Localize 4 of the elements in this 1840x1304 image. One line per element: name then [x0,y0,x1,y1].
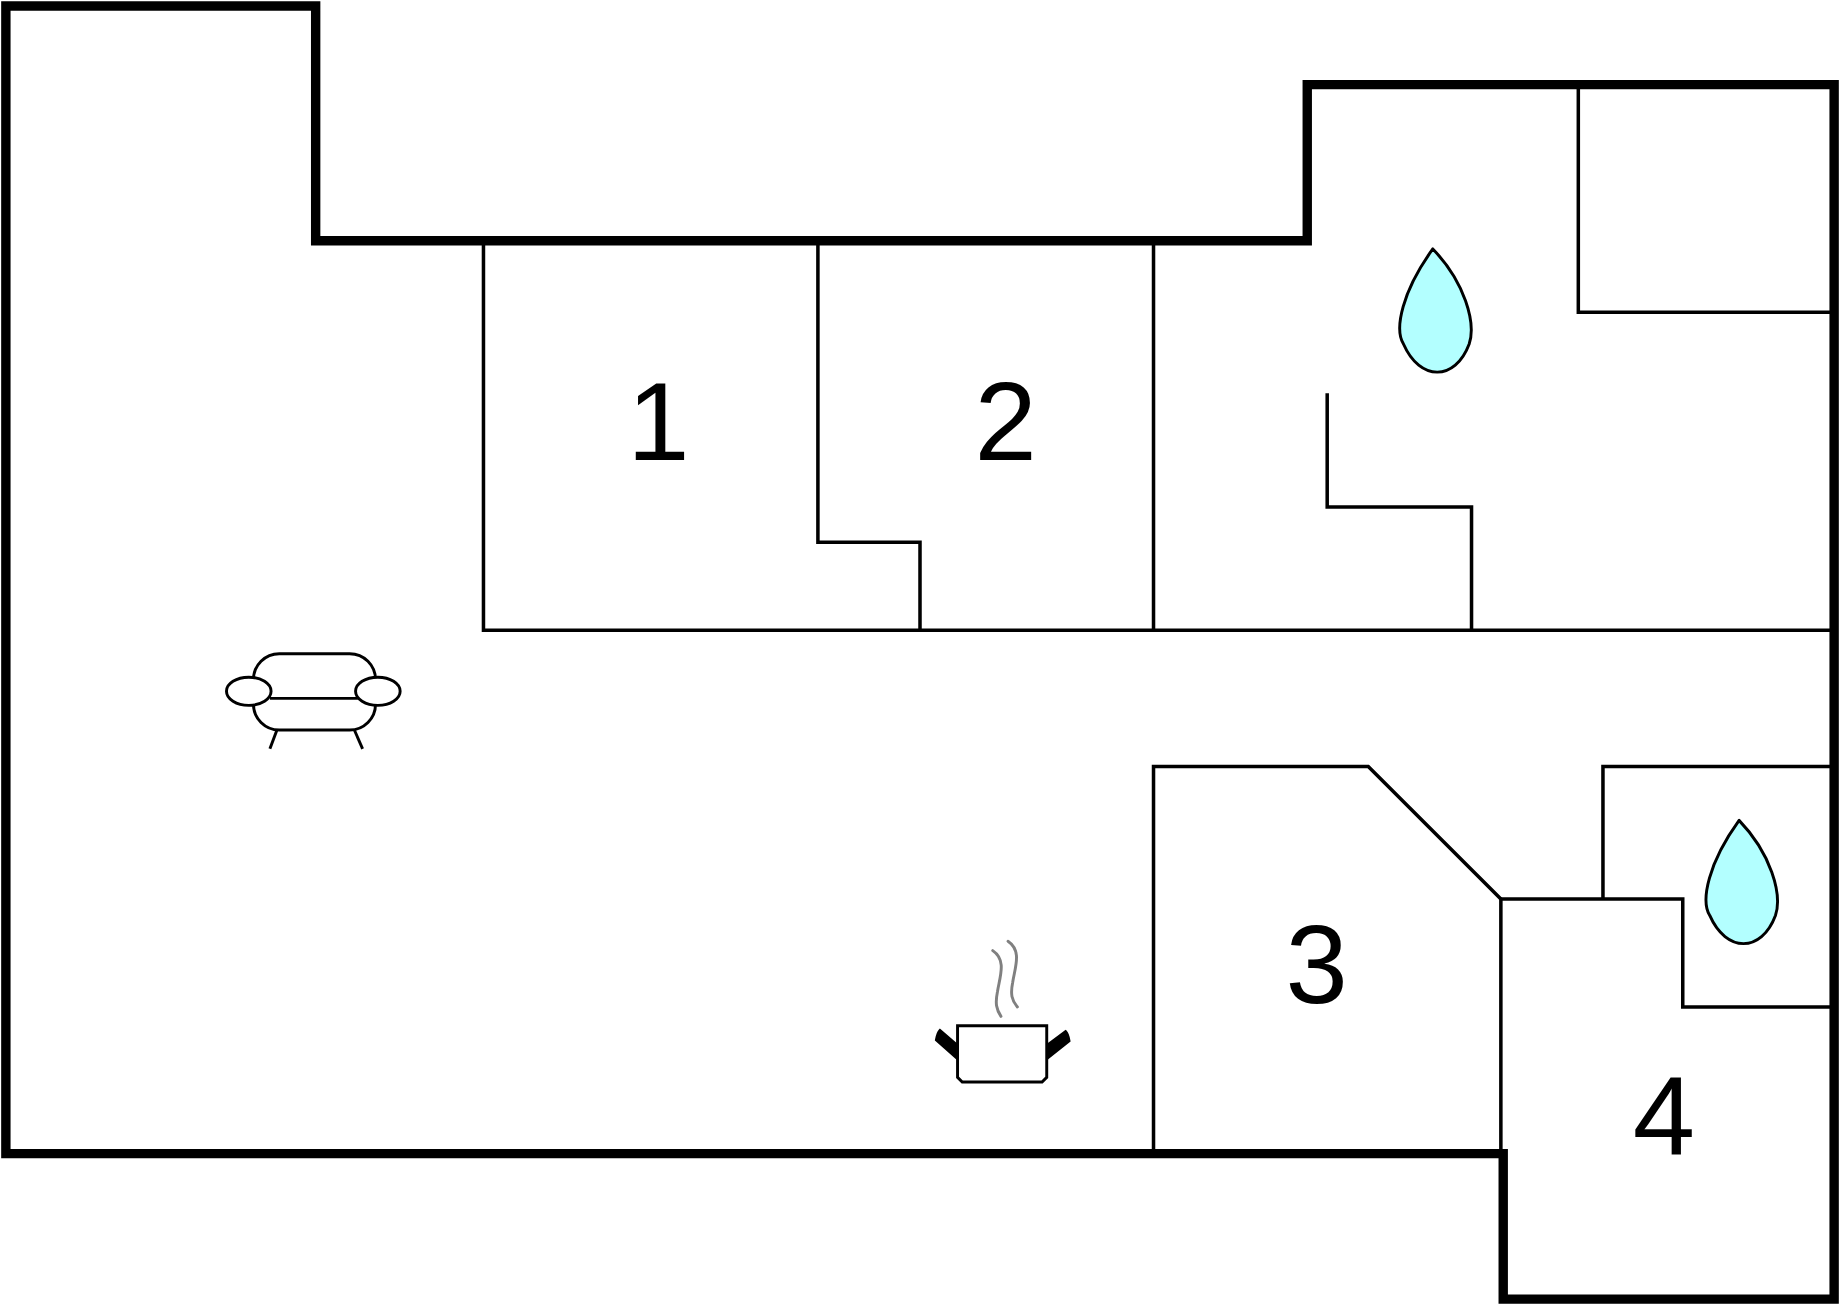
room-number: 3 [1285,908,1348,1021]
room-number: 2 [974,366,1037,479]
room-number: 1 [627,366,690,479]
room-number: 4 [1632,1059,1696,1172]
